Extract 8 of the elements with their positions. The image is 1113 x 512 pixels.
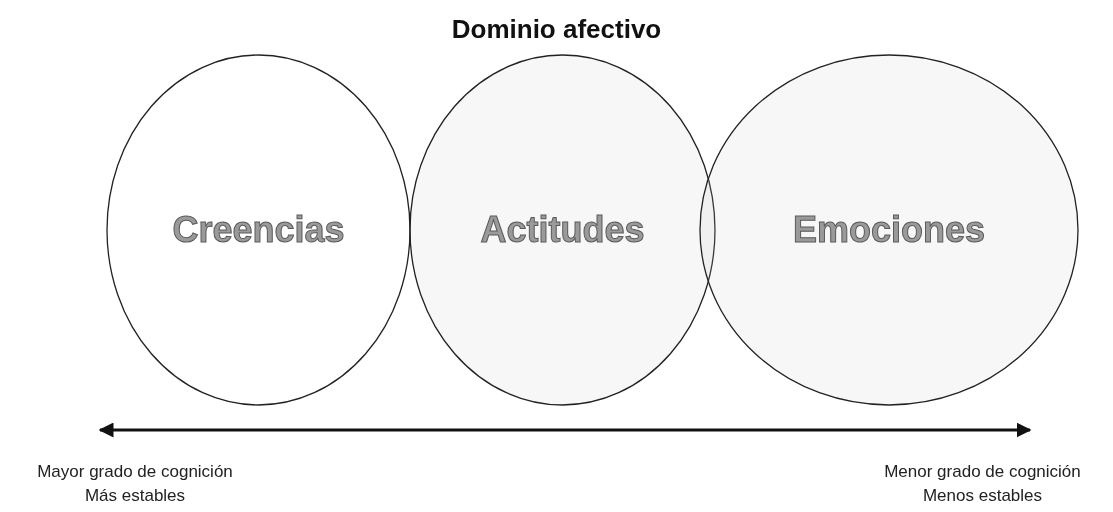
axis-end-label: Mayor grado de cognición (36, 462, 234, 482)
title: Dominio afectivo (450, 14, 663, 45)
axis-end-label: Menos estables (921, 486, 1044, 506)
axis-end-label: Más estables (83, 486, 187, 506)
circle-label: Actitudes (479, 209, 646, 251)
axis-end-label: Menor grado de cognición (883, 462, 1082, 482)
circle-label: Creencias (171, 209, 346, 251)
circle-label: Emociones (791, 209, 987, 251)
